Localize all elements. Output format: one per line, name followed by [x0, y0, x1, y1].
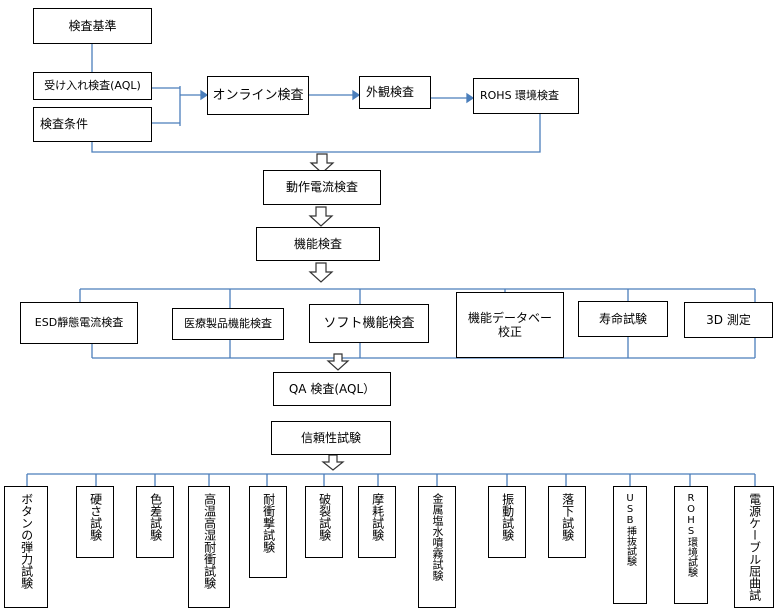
esd-current-box: ESD靜態電流検査 — [20, 302, 138, 344]
function-inspection-box: 機能検査 — [256, 227, 380, 261]
wear-test-box: 摩耗試験 — [358, 486, 396, 558]
high-temp-humidity-box: 高温高湿耐衝試験 — [188, 486, 230, 608]
impact-test-box: 耐衝撃試験 — [249, 486, 287, 578]
appearance-inspection-box: 外観検査 — [359, 76, 431, 109]
life-test-box: 寿命試験 — [578, 301, 668, 337]
high-temp-humidity-label: 高温高湿耐衝試験 — [202, 493, 217, 589]
drop-test-label: 落下試験 — [560, 493, 575, 541]
incoming-inspection-box: 受け入れ検査(AQL) — [33, 72, 152, 100]
burst-test-label: 破裂試験 — [317, 493, 332, 541]
button-elasticity-label: ボタンの弾力試験 — [19, 493, 34, 589]
software-function-box: ソフト機能検査 — [309, 304, 429, 343]
rohs-test-label: ROHS環境試験 — [685, 493, 697, 577]
inspection-conditions-box: 検査条件 — [33, 107, 152, 142]
drop-test-box: 落下試験 — [548, 486, 586, 558]
rohs-test-box: ROHS環境試験 — [674, 486, 708, 604]
online-inspection-box: オンライン検査 — [207, 76, 309, 115]
button-elasticity-box: ボタンの弾力試験 — [4, 486, 48, 608]
wear-test-label: 摩耗試験 — [370, 493, 385, 541]
inspection-standard-box: 検査基準 — [33, 8, 152, 44]
qa-inspection-box: QA 検査(AQL） — [273, 372, 391, 406]
burst-test-box: 破裂試験 — [305, 486, 343, 558]
cable-bend-label: 電源ケーブル屈曲試 — [747, 493, 762, 601]
impact-test-label: 耐衝撃試験 — [261, 493, 276, 553]
hardness-test-label: 硬さ試験 — [88, 493, 103, 541]
salt-spray-box: 金属塩水噴霧試験 — [418, 486, 456, 608]
function-database-label: 機能データベー校正 — [467, 310, 552, 339]
vibration-test-label: 振動試験 — [500, 493, 515, 541]
vibration-test-box: 振動試験 — [488, 486, 526, 558]
medical-function-box: 医療製品機能検査 — [172, 308, 284, 340]
rohs-inspection-box: ROHS 環境検査 — [473, 78, 579, 114]
usb-insertion-label: USB挿抜試験 — [624, 493, 636, 566]
color-diff-box: 色差試験 — [136, 486, 174, 558]
3d-measure-box: 3D 測定 — [684, 302, 773, 338]
cable-bend-box: 電源ケーブル屈曲試 — [734, 486, 774, 608]
salt-spray-label: 金属塩水噴霧試験 — [431, 493, 445, 581]
usb-insertion-box: USB挿抜試験 — [613, 486, 647, 604]
color-diff-label: 色差試験 — [148, 493, 163, 541]
operating-current-box: 動作電流検査 — [263, 170, 381, 205]
hardness-test-box: 硬さ試験 — [76, 486, 114, 558]
reliability-test-box: 信頼性試験 — [271, 421, 391, 455]
function-database-box: 機能データベー校正 — [456, 292, 564, 358]
